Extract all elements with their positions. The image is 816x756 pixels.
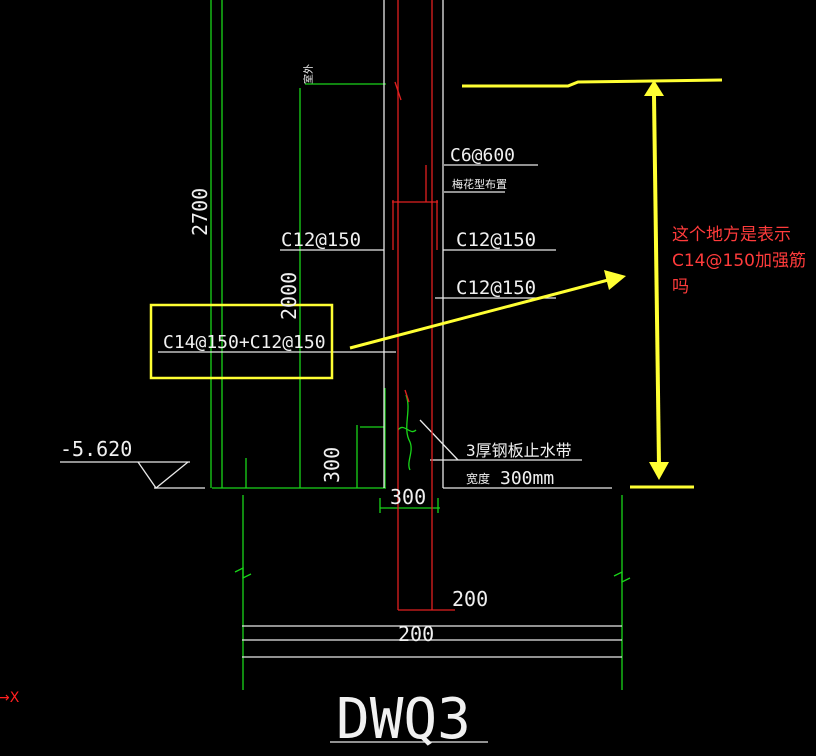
green-structure xyxy=(210,0,631,690)
right-bars-upper-label: C12@150 xyxy=(456,229,536,251)
tie-bars-label: C6@600 xyxy=(450,145,515,166)
top-label: 室外 xyxy=(302,64,315,84)
red-rebar xyxy=(392,0,455,611)
dim-total-height: 2700 xyxy=(188,188,212,236)
left-bars-label: C12@150 xyxy=(281,229,361,251)
dim-inner-height: 2000 xyxy=(277,272,301,320)
drawing-title: DWQ3 xyxy=(336,687,471,752)
dim-base-height: 300 xyxy=(320,447,344,483)
dim-right-offset: 200 xyxy=(452,587,488,611)
tie-note-label: 梅花型布置 xyxy=(452,177,507,191)
dim-wall-thickness: 300 xyxy=(390,485,426,509)
waterstop-label: 3厚钢板止水带 xyxy=(466,441,572,460)
yellow-annotations xyxy=(149,78,723,489)
white-structure xyxy=(60,0,622,743)
waterstop-width: 300mm xyxy=(500,468,554,489)
cad-labels: 室外 C6@600 梅花型布置 C12@150 C12@150 C12@150 … xyxy=(60,64,572,752)
elevation-label: -5.620 xyxy=(60,437,132,461)
waterstop-prefix: 宽度 xyxy=(466,471,490,486)
dim-slab-thickness: 200 xyxy=(398,622,434,646)
axis-indicator: →X xyxy=(0,690,20,706)
right-bars-lower-label: C12@150 xyxy=(456,277,536,299)
annotation-question: 这个地方是表示C14@150加强筋吗 xyxy=(672,225,806,297)
highlighted-bars-label: C14@150+C12@150 xyxy=(163,332,326,353)
